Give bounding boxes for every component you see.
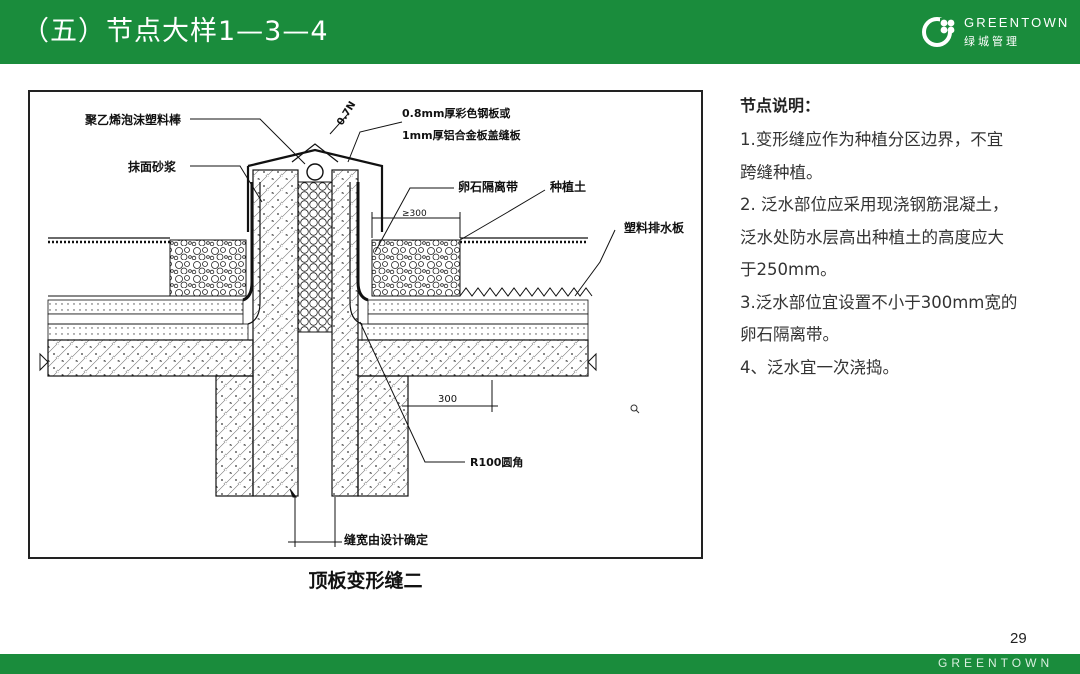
dimension-ge300: [371, 212, 461, 238]
label-drain-board: 塑料排水板: [624, 220, 685, 235]
page-number: 29: [1010, 630, 1027, 647]
label-angle: 0.7N: [335, 100, 358, 128]
roof-slab-right: [357, 339, 589, 497]
dim-300-label: 300: [438, 394, 457, 405]
note-line: 2. 泛水部位应采用现浇钢筋混凝土，: [740, 195, 1009, 214]
label-alu-plate: 1mm厚铝合金板盖缝板: [402, 128, 522, 142]
clover-logo-icon: [922, 17, 956, 47]
note-line: 卵石隔离带。: [740, 325, 839, 344]
label-r100: R100圆角: [470, 455, 523, 469]
dim-ge300-label: ≥300: [402, 209, 427, 219]
header-bar: （五）节点大样1—3—4 GREENTOWN 绿城管理: [0, 0, 1080, 64]
note-line: 4、泛水宜一次浇捣。: [740, 357, 899, 377]
label-joint-width: 缝宽由设计确定: [344, 532, 428, 547]
footer-brand: GREENTOWN: [938, 656, 1054, 670]
dimension-300: [402, 380, 498, 412]
page-title: （五）节点大样1—3—4: [22, 16, 329, 47]
roof-slab-left: [47, 339, 254, 497]
note-line: 3.泛水部位宜设置不小于300mm宽的: [740, 292, 1018, 312]
layers-right: [349, 182, 593, 341]
construction-section-drawing: 300 ≥300 聚乙烯泡沫塑料棒 抹面砂浆 0.8mm厚彩色钢板或 1mm厚铝…: [39, 100, 685, 547]
note-line: 泛水处防水层高出种植土的高度应大: [740, 227, 1004, 247]
cover-plate: [246, 148, 384, 232]
logo-text-en: GREENTOWN: [964, 15, 1070, 30]
label-steel-plate: 0.8mm厚彩色钢板或: [402, 106, 510, 120]
label-foam-rod: 聚乙烯泡沫塑料棒: [84, 112, 182, 127]
notes-title: 节点说明：: [740, 96, 821, 115]
upstand-right: [331, 169, 359, 497]
foam-rod: [306, 163, 324, 181]
leader-lines: [190, 113, 616, 463]
note-line: 于250mm。: [740, 260, 837, 279]
label-pebble-strip: 卵石隔离带: [458, 179, 518, 194]
node-notes: 节点说明： 1.变形缝应作为种植分区边界，不宜 跨缝种植。 2. 泛水部位应采用…: [740, 92, 1060, 384]
drawing-caption: 顶板变形缝二: [308, 570, 423, 592]
logo-text-cn: 绿城管理: [964, 35, 1020, 48]
label-planting-soil: 种植土: [549, 179, 586, 194]
foam-filler: [297, 181, 333, 333]
magnifier-icon: [630, 404, 640, 414]
note-line: 跨缝种植。: [740, 162, 823, 182]
note-line: 1.变形缝应作为种植分区边界，不宜: [740, 130, 1004, 149]
layers-left: [47, 182, 261, 341]
label-mortar: 抹面砂浆: [128, 159, 177, 174]
brand-logo: GREENTOWN 绿城管理: [922, 12, 1067, 52]
footer-bar: GREENTOWN: [0, 654, 1080, 674]
detail-drawing: 300 ≥300 聚乙烯泡沫塑料棒 抹面砂浆 0.8mm厚彩色钢板或 1mm厚铝…: [28, 90, 703, 559]
